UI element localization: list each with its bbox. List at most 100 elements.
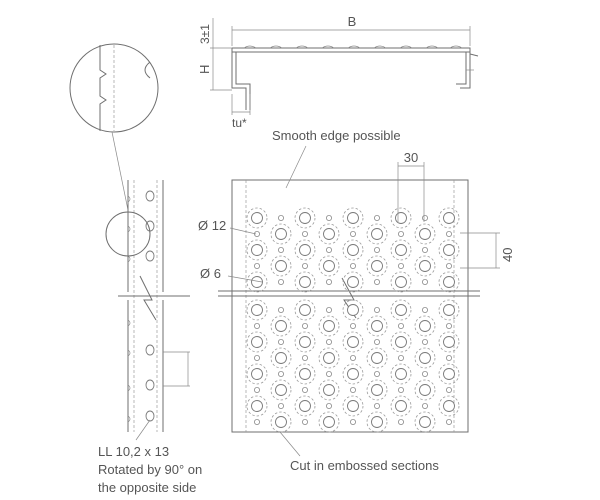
large-hole <box>347 400 359 412</box>
small-hole <box>277 338 284 345</box>
embossed-ring <box>294 239 316 261</box>
large-hole <box>395 244 407 256</box>
embossed-ring <box>390 299 412 321</box>
small-hole <box>253 322 260 329</box>
small-hole <box>325 246 332 253</box>
embossed-ring <box>438 363 460 385</box>
embossed-ring <box>318 347 340 369</box>
dim-b-label: B <box>348 14 357 29</box>
small-hole <box>301 230 308 237</box>
embossed-ring <box>342 299 364 321</box>
small-hole <box>421 402 428 409</box>
small-hole <box>373 370 380 377</box>
small-hole <box>373 338 380 345</box>
embossed-ring <box>414 379 436 401</box>
small-hole <box>445 386 452 393</box>
embossed-ring <box>342 271 364 293</box>
small-hole <box>421 370 428 377</box>
small-hole <box>421 278 428 285</box>
profile-section <box>210 18 479 115</box>
embossed-ring <box>318 223 340 245</box>
large-hole <box>299 304 311 316</box>
small-hole <box>397 322 404 329</box>
embossed-ring <box>246 207 268 229</box>
cut-note-label: Cut in embossed sections <box>290 458 439 473</box>
small-hole <box>445 230 452 237</box>
large-hole <box>251 368 263 380</box>
large-hole <box>395 212 407 224</box>
large-hole <box>275 384 287 396</box>
large-hole <box>371 384 383 396</box>
small-hole <box>301 386 308 393</box>
embossed-ring <box>270 255 292 277</box>
dim-30-label: 30 <box>404 150 418 165</box>
small-hole <box>325 402 332 409</box>
embossed-ring <box>294 331 316 353</box>
large-hole <box>419 416 431 428</box>
large-hole <box>443 336 455 348</box>
embossed-ring <box>414 223 436 245</box>
large-hole <box>251 304 263 316</box>
embossed-ring <box>438 299 460 321</box>
small-hole <box>253 354 260 361</box>
small-hole <box>397 354 404 361</box>
large-hole <box>323 320 335 332</box>
small-hole <box>277 370 284 377</box>
small-hole <box>301 322 308 329</box>
embossed-ring <box>246 299 268 321</box>
embossed-ring <box>270 411 292 433</box>
embossed-ring <box>294 207 316 229</box>
large-hole <box>275 260 287 272</box>
smooth-edge-label: Smooth edge possible <box>272 128 401 143</box>
ll-note-line-2: Rotated by 90° on <box>98 462 202 477</box>
large-hole <box>323 384 335 396</box>
embossed-ring <box>366 223 388 245</box>
small-hole <box>349 386 356 393</box>
embossed-ring <box>270 315 292 337</box>
large-hole <box>299 400 311 412</box>
small-hole <box>253 418 260 425</box>
large-hole <box>419 352 431 364</box>
dim-h-label: H <box>197 65 212 74</box>
large-hole <box>419 260 431 272</box>
large-hole <box>323 352 335 364</box>
large-hole <box>299 212 311 224</box>
small-hole <box>277 306 284 313</box>
small-hole <box>421 306 428 313</box>
embossed-ring <box>390 363 412 385</box>
embossed-ring <box>294 395 316 417</box>
embossed-ring <box>390 395 412 417</box>
embossed-ring <box>246 271 268 293</box>
embossed-ring <box>438 395 460 417</box>
embossed-ring <box>318 315 340 337</box>
large-hole <box>443 400 455 412</box>
small-hole <box>445 262 452 269</box>
large-hole <box>443 304 455 316</box>
hole-pattern <box>246 207 460 433</box>
embossed-ring <box>390 239 412 261</box>
large-hole <box>323 260 335 272</box>
embossed-ring <box>390 207 412 229</box>
embossed-ring <box>366 411 388 433</box>
embossed-ring <box>246 239 268 261</box>
embossed-ring <box>366 255 388 277</box>
large-hole <box>299 276 311 288</box>
small-hole <box>301 418 308 425</box>
small-hole <box>373 402 380 409</box>
large-hole <box>443 212 455 224</box>
small-hole <box>325 370 332 377</box>
embossed-ring <box>414 347 436 369</box>
large-hole <box>275 352 287 364</box>
embossed-ring <box>438 331 460 353</box>
embossed-ring <box>246 363 268 385</box>
embossed-ring <box>342 363 364 385</box>
large-hole <box>419 320 431 332</box>
large-hole <box>347 304 359 316</box>
small-hole <box>373 306 380 313</box>
embossed-ring <box>414 255 436 277</box>
large-hole <box>371 260 383 272</box>
large-hole <box>347 212 359 224</box>
main-plank <box>218 145 500 457</box>
large-hole <box>395 336 407 348</box>
